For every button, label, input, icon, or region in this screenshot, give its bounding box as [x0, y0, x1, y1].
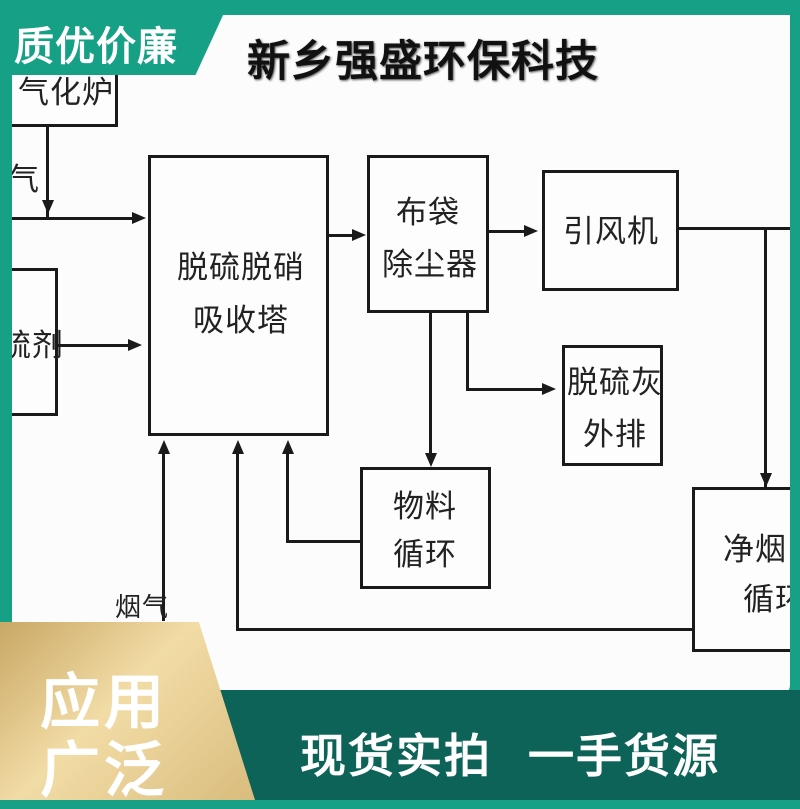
- clean-gas-circulation-box: 净烟 循环: [692, 487, 790, 652]
- arrow-down-icon: [425, 453, 437, 467]
- application-badge-line-1: 应用: [40, 668, 168, 738]
- arrow-up-icon: [282, 440, 294, 454]
- absorber-label-1: 脱硫脱硝: [177, 250, 305, 286]
- connector: [162, 451, 165, 621]
- fan-label: 引风机: [563, 214, 659, 250]
- connector: [466, 313, 469, 391]
- connector: [286, 540, 360, 543]
- application-badge-line-2: 广泛: [40, 736, 168, 806]
- connector: [429, 313, 432, 453]
- arrow-up-icon: [158, 440, 170, 454]
- arrow-right-icon: [542, 383, 556, 395]
- material-label-2: 循环: [393, 537, 457, 573]
- arrow-down-icon: [42, 200, 54, 214]
- arrow-down-icon: [760, 473, 772, 487]
- bag-filter-label-1: 布袋: [396, 195, 460, 231]
- material-label-1: 物料: [393, 489, 457, 525]
- fan-box: 引风机: [542, 170, 679, 291]
- connector: [236, 451, 239, 631]
- quality-badge-text: 质优价廉: [14, 24, 178, 70]
- clean-gas-label-2: 循环: [743, 582, 790, 618]
- top-left-box-label: 气化炉: [18, 75, 114, 111]
- arrow-right-icon: [132, 212, 146, 224]
- bottom-banner-text: 现货实拍 一手货源: [300, 729, 721, 783]
- arrow-right-icon: [128, 339, 142, 351]
- absorber-box: 脱硫脱硝 吸收塔: [148, 155, 329, 436]
- bottom-banner: 现货实拍 一手货源: [200, 690, 800, 800]
- clean-gas-label-1: 净烟: [723, 532, 787, 568]
- desulfurizer-label: 硫剂: [12, 328, 64, 364]
- connector: [679, 227, 790, 230]
- connector: [46, 125, 49, 220]
- flue-gas-label: 烟气: [115, 593, 170, 623]
- arrow-up-icon: [232, 440, 244, 454]
- left-label: 气: [12, 162, 40, 198]
- connector: [489, 230, 529, 233]
- connector: [329, 234, 359, 237]
- desulfurizer-box: 硫剂: [12, 268, 63, 416]
- arrow-right-icon: [524, 225, 538, 237]
- bag-filter-label-2: 除尘器: [382, 247, 478, 283]
- connector: [58, 344, 138, 347]
- arrow-right-icon: [352, 229, 366, 241]
- ash-label-1: 脱硫灰: [567, 365, 663, 401]
- ash-discharge-box: 脱硫灰 外排: [562, 345, 663, 466]
- quality-badge: 质优价廉: [0, 0, 230, 75]
- absorber-label-2: 吸收塔: [193, 303, 289, 339]
- material-circulation-box: 物料 循环: [360, 467, 491, 589]
- process-diagram: 气化炉 气 硫剂 脱硫脱硝 吸收塔 布袋 除尘器 引风机 脱硫灰 外排 物料 循: [12, 15, 790, 695]
- bag-filter-box: 布袋 除尘器: [367, 155, 489, 313]
- connector: [12, 217, 140, 220]
- connector: [236, 628, 694, 631]
- connector: [764, 227, 767, 487]
- ash-label-2: 外排: [583, 417, 647, 453]
- company-title: 新乡强盛环保科技: [247, 37, 599, 87]
- connector: [286, 451, 289, 543]
- connector: [466, 388, 546, 391]
